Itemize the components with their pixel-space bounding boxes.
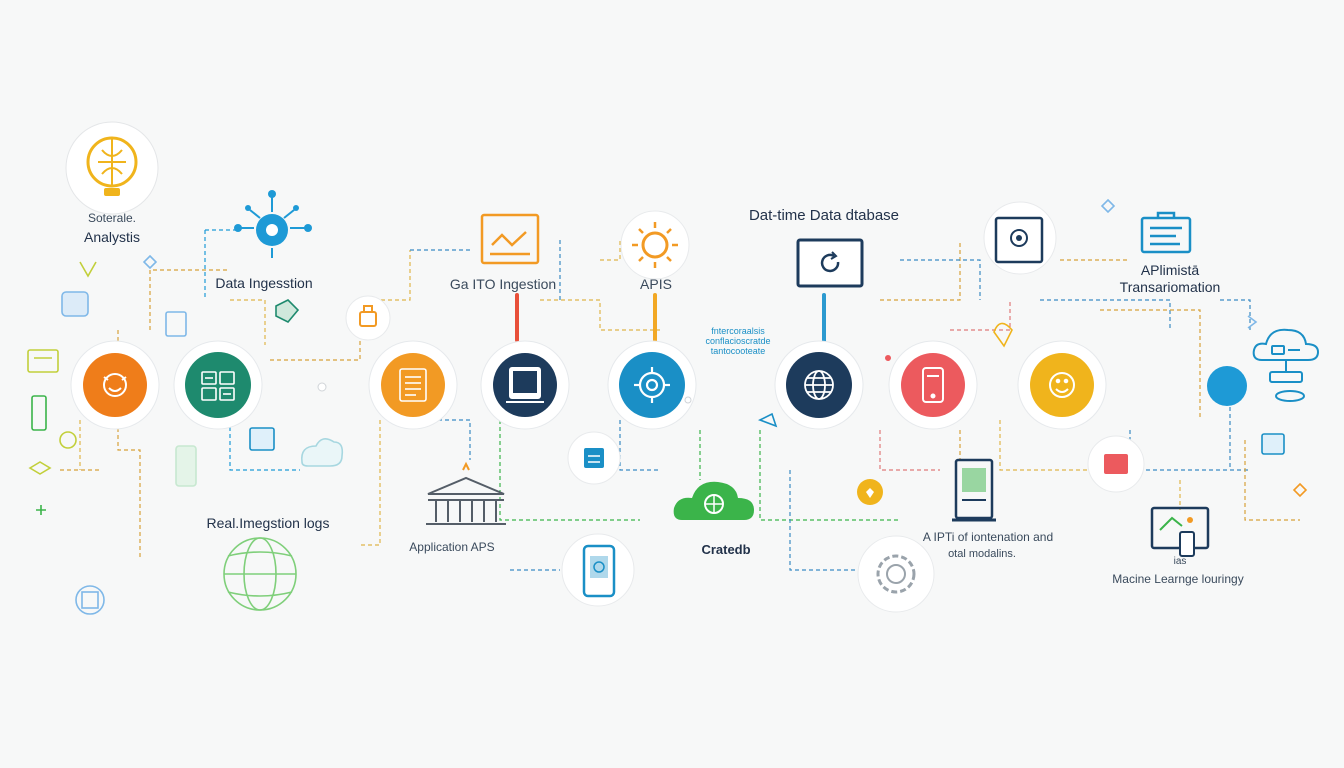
data-ingestion-label: Data Ingesstion bbox=[215, 275, 313, 291]
chart-window-icon bbox=[480, 213, 540, 265]
refresh-monitor-icon bbox=[796, 238, 864, 288]
micro-label-line3: tantocooteate bbox=[710, 346, 766, 356]
gear-smile-icon bbox=[103, 373, 127, 397]
node-globe bbox=[786, 352, 852, 418]
node-red bbox=[901, 353, 965, 417]
briefcase-icon bbox=[1140, 211, 1192, 254]
cratedb-label: Cratedb bbox=[701, 542, 751, 557]
wire-globe-icon bbox=[223, 537, 297, 611]
key-icon bbox=[345, 295, 391, 341]
cog-icon bbox=[634, 367, 670, 403]
monitor-icon bbox=[506, 367, 544, 403]
feeder-lines bbox=[515, 293, 826, 347]
grid-blocks-icon bbox=[201, 371, 235, 401]
datetime-db-label: Dat-time Data dtabase bbox=[748, 207, 900, 224]
apti-label-line2: otal modalins. bbox=[948, 548, 1016, 560]
network-gear-icon bbox=[234, 190, 312, 258]
red-card-icon bbox=[1087, 435, 1145, 493]
node-blue bbox=[619, 352, 685, 418]
top-left-label-line1: Soterale. bbox=[87, 211, 137, 225]
apti-label-line1: A IPTi of iontenation and bbox=[922, 530, 1054, 544]
node-green bbox=[185, 352, 251, 418]
phone-icon bbox=[561, 533, 635, 607]
micro-label-line1: fntercoraalsis bbox=[711, 326, 765, 336]
apis-label: APIS bbox=[640, 276, 672, 292]
building-icon bbox=[426, 461, 506, 525]
gaito-ingestion-label: Ga ITO Ingestion bbox=[449, 276, 557, 292]
node-orange bbox=[83, 353, 147, 417]
green-cloud-icon bbox=[673, 481, 754, 520]
node-amber bbox=[381, 353, 445, 417]
sun-icon bbox=[620, 210, 690, 280]
real-logs-label: Real.Imegstion logs bbox=[206, 515, 330, 531]
orange-badge-icon bbox=[857, 479, 883, 505]
application-aps-label: Application APS bbox=[409, 540, 495, 554]
top-left-label-line2: Analystis bbox=[83, 229, 141, 245]
apilimits-label-line2: Transariomation bbox=[1119, 279, 1221, 295]
server-icon bbox=[952, 458, 996, 522]
right-side-icons bbox=[758, 198, 1308, 498]
line-dot bbox=[317, 382, 327, 392]
mobile-icon bbox=[922, 367, 944, 403]
bottom-gear-icon bbox=[857, 535, 935, 613]
line-dot-2 bbox=[684, 396, 692, 404]
laptop-icon bbox=[983, 201, 1057, 275]
ml-small-label: ias bbox=[1173, 556, 1187, 567]
node-end bbox=[1207, 366, 1247, 406]
apilimits-label-line1: APlimistā bbox=[1140, 262, 1200, 278]
node-navy bbox=[493, 353, 557, 417]
ml-laptop-icon bbox=[1150, 506, 1210, 557]
ml-label: Macine Learnge louringy bbox=[1112, 572, 1244, 586]
globe-icon bbox=[804, 370, 834, 400]
micro-label-line2: conflacioscratde bbox=[705, 336, 771, 346]
small-building-icon bbox=[567, 431, 621, 485]
document-list-icon bbox=[399, 368, 427, 402]
left-side-icons bbox=[27, 254, 344, 615]
lightbulb-icon bbox=[65, 121, 159, 215]
cloud-icon bbox=[1252, 328, 1320, 402]
smiley-icon bbox=[1049, 372, 1075, 398]
node-yellow bbox=[1030, 353, 1094, 417]
